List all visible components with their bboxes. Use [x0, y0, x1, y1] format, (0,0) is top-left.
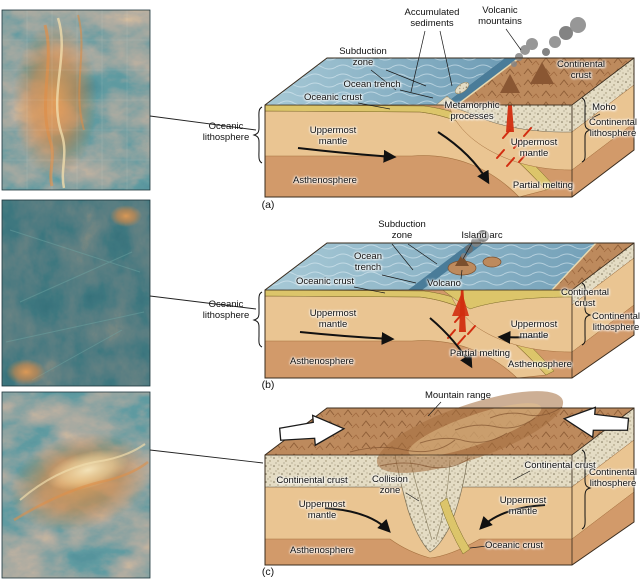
- plate-motion-arrows-a: [297, 131, 490, 185]
- ocean-trench-band-a: [443, 58, 519, 105]
- island-volcano-peak-b: [455, 254, 469, 266]
- oceanic-lithosphere-brace-b: [252, 291, 263, 348]
- convergence-arrow-right: [562, 406, 630, 439]
- shoreline-a: [456, 57, 520, 106]
- relief-map-collision-mountains: [1, 391, 151, 579]
- collision-zone-root-c: [394, 454, 469, 553]
- continental-crust-right-c: [461, 454, 573, 488]
- label-a-ocean-trench: Ocean trench: [343, 79, 401, 90]
- continental-lithosphere-brace-a: [581, 97, 592, 163]
- label-c-oceanic-crust: Oceanic crust: [484, 540, 544, 551]
- label-b-asthenosphere-right: Asthenosphere: [508, 359, 572, 370]
- label-b-subduction-zone: Subduction zone: [378, 219, 426, 241]
- label-b-asthenosphere-left: Asthenosphere: [290, 356, 354, 367]
- label-c-mountain-range: Mountain range: [424, 390, 492, 401]
- caption-b: (b): [261, 379, 275, 391]
- label-a-uppermost-mantle-right: Uppermost mantle: [510, 137, 558, 159]
- map-graticule: [2, 10, 150, 190]
- label-c-collision-zone: Collision zone: [372, 474, 408, 496]
- block-outline-b: [264, 242, 635, 379]
- shoreline-b: [551, 242, 597, 291]
- volcano-peak-a1: [500, 74, 520, 93]
- label-a-subduction-zone: Subduction zone: [339, 46, 387, 68]
- panel-a-diagram: [252, 17, 635, 198]
- island-arc-island-2: [482, 256, 502, 268]
- continental-lithosphere-brace-b: [581, 282, 592, 346]
- label-b-oceanic-lithosphere: Oceanic lithosphere: [202, 299, 250, 321]
- label-c-continental-lithosphere: Continental lithosphere: [588, 467, 638, 489]
- continental-crust-a: [440, 104, 573, 133]
- map-connector-lines: [149, 115, 264, 464]
- caption-c: (c): [261, 566, 275, 578]
- label-a-volcanic-mountains: Volcanic mountains: [478, 5, 522, 27]
- panel-c-diagram: [264, 391, 635, 566]
- label-a-metamorphic-processes: Metamorphic processes: [444, 100, 500, 122]
- oceanic-crust-sliver-c: [439, 497, 471, 555]
- label-a-accumulated-sediments: Accumulated sediments: [404, 7, 460, 29]
- label-a-asthenosphere: Asthenosphere: [293, 175, 357, 186]
- label-a-moho: Moho: [592, 102, 616, 113]
- label-a-partial-melting: Partial melting: [512, 180, 574, 191]
- block-outline-c: [264, 407, 635, 566]
- label-b-volcano: Volcano: [427, 278, 461, 289]
- label-c-continental-crust-left: Continental crust: [276, 475, 348, 486]
- block-outline-a: [264, 57, 635, 198]
- label-a-continental-lithosphere: Continental lithosphere: [588, 117, 638, 139]
- magma-chamber-b: [452, 292, 469, 316]
- map-fracture-lines: [5, 229, 145, 381]
- volcano-smoke-icon-b: [461, 230, 489, 259]
- overriding-oceanic-crust-b: [442, 289, 573, 310]
- label-a-continental-crust: Continental crust: [556, 59, 606, 81]
- label-a-oceanic-lithosphere: Oceanic lithosphere: [202, 121, 250, 143]
- leader-lines-b: [353, 242, 473, 294]
- leader-lines-c: [405, 401, 531, 549]
- volcano-smoke-icon-a: [511, 17, 586, 67]
- plate-motion-arrows-b: [299, 317, 549, 369]
- accumulated-sediments-patch-a: [454, 81, 470, 95]
- label-b-continental-lithosphere: Continental lithosphere: [591, 311, 640, 333]
- label-c-uppermost-mantle-right: Uppermost mantle: [499, 495, 547, 517]
- leader-lines-a: [357, 28, 601, 119]
- label-c-uppermost-mantle-left: Uppermost mantle: [298, 499, 346, 521]
- caption-a: (a): [261, 199, 275, 211]
- label-a-oceanic-crust: Oceanic crust: [303, 92, 363, 103]
- mountain-ridge-lines-c: [349, 406, 563, 469]
- label-b-continental-crust: Continental crust: [560, 287, 610, 309]
- mantle-flow-arrows-c: [324, 504, 546, 533]
- label-b-uppermost-mantle-left: Uppermost mantle: [309, 308, 357, 330]
- label-c-continental-crust-right: Continental crust: [524, 460, 596, 471]
- relief-map-ocean-floor: [1, 199, 151, 387]
- panel-b-diagram: [252, 230, 635, 379]
- convergence-arrow-left: [278, 414, 346, 447]
- label-c-asthenosphere: Asthenosphere: [290, 545, 354, 556]
- relief-map-subduction-coast: [1, 9, 151, 191]
- volcano-peak-a2: [530, 62, 554, 84]
- label-b-oceanic-crust: Oceanic crust: [295, 276, 355, 287]
- label-b-ocean-trench: Ocean trench: [354, 251, 382, 273]
- continental-lithosphere-brace-c: [581, 449, 592, 530]
- label-a-uppermost-mantle-left: Uppermost mantle: [309, 125, 357, 147]
- oceanic-lithosphere-brace-a: [252, 106, 263, 164]
- label-b-island-arc: Island arc: [461, 230, 503, 241]
- label-b-uppermost-mantle-right: Uppermost mantle: [510, 319, 558, 341]
- magma-conduit-a: [506, 80, 514, 132]
- label-b-partial-melting: Partial melting: [449, 348, 511, 359]
